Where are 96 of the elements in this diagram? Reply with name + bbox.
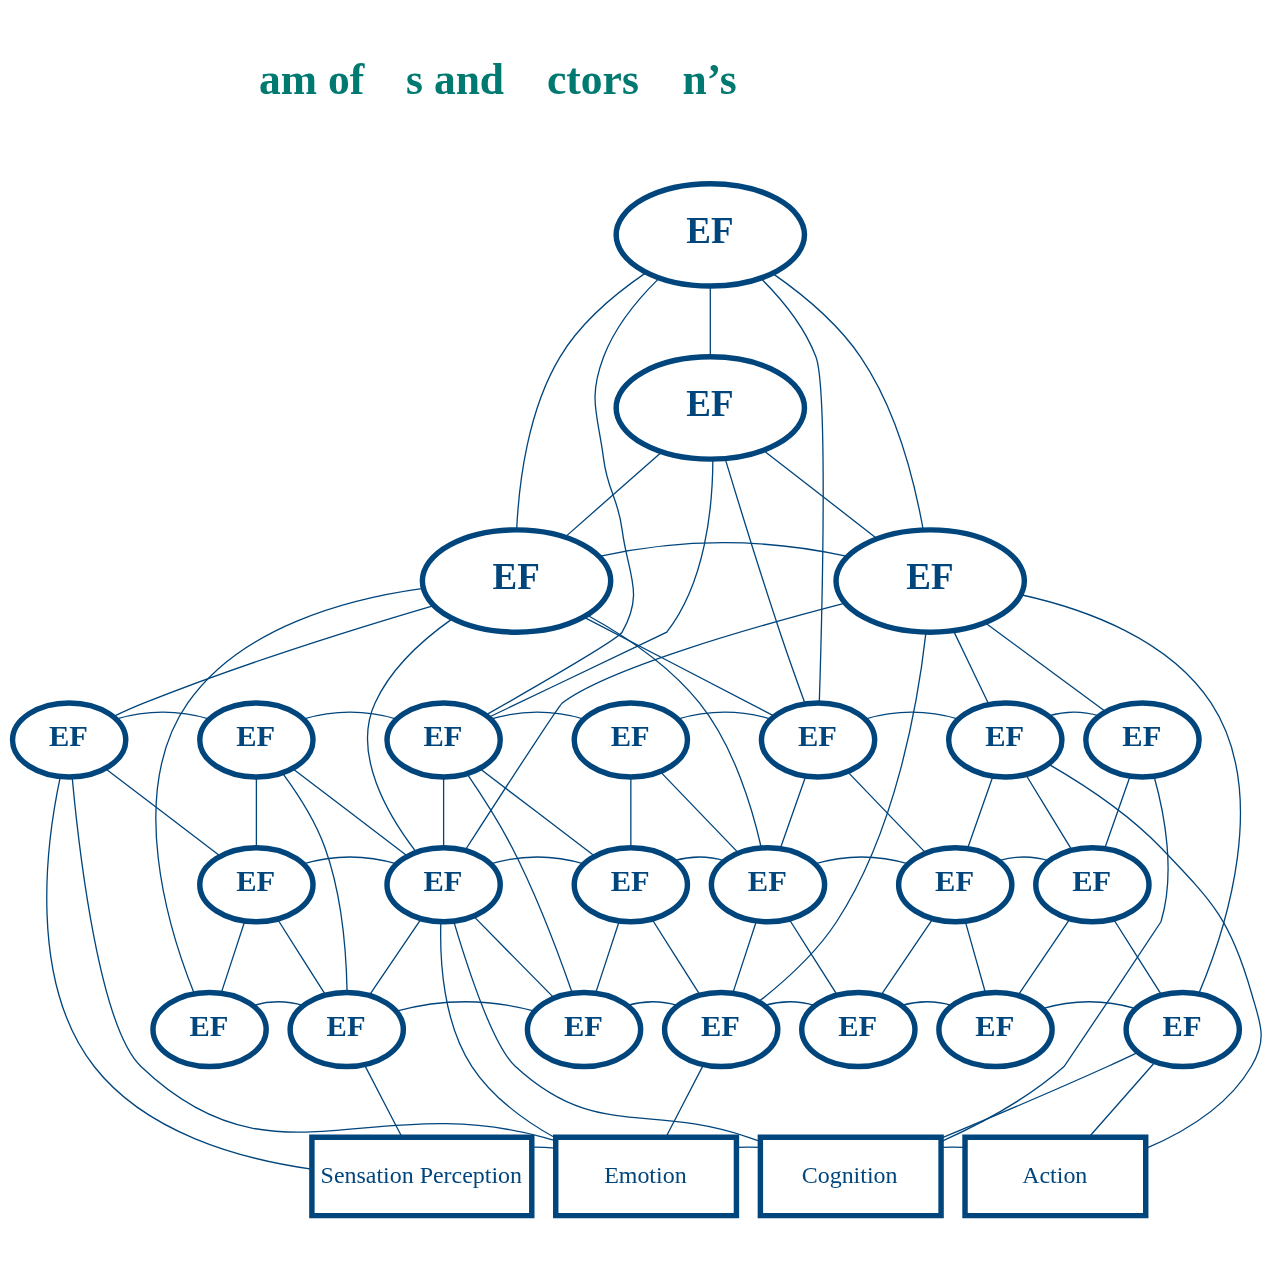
connector [302,856,398,865]
connector [104,767,221,857]
connector [155,587,424,995]
node-ellipse: EF [1033,845,1152,925]
node-box: Emotion [553,1134,740,1219]
label: am of [259,55,365,104]
node-ellipse: EF [419,527,614,635]
node-ellipse: EF [936,989,1055,1070]
connector [880,918,934,996]
connector [564,451,663,538]
connector [984,622,1107,713]
connector [466,773,573,994]
connector [595,920,620,994]
connector [1020,594,1241,995]
node-ellipse: EF [524,989,644,1070]
connector [489,711,585,720]
connector [220,920,246,994]
connector [758,631,927,1003]
connector [940,1146,966,1149]
connector [673,856,726,862]
connector [788,918,838,996]
node-ellipse: EF [613,354,808,462]
connector [665,1064,705,1138]
connector [762,449,878,540]
connector [732,920,758,994]
connector [940,1051,1139,1139]
connector [479,767,596,857]
node-ellipse: EF [758,700,878,780]
connector [1112,918,1162,996]
label: s and [406,55,505,104]
node-ellipse: EF [197,845,316,925]
connector [1025,773,1073,851]
connector [531,1146,556,1149]
connector [112,604,435,718]
connector [276,918,327,996]
connector [516,272,647,531]
connector [291,767,408,857]
connector [488,458,714,718]
node-box: Cognition [757,1134,944,1219]
node-ellipse: EF [384,700,503,780]
connector [453,920,761,1142]
connector [814,856,909,865]
label: n’s [682,55,737,104]
connector [368,918,422,996]
connector [464,602,846,851]
node-ellipse: EF [150,989,269,1070]
connector [1088,1061,1156,1138]
node-ellipse: EF [799,989,918,1070]
connector [626,1001,679,1007]
node-ellipse: EF [384,845,503,925]
label: ctors [547,55,639,104]
connector [967,775,994,849]
node-ellipse: EF [571,845,691,925]
connector [1041,1001,1137,1010]
connector [779,775,807,849]
connector [771,272,924,531]
connector [366,618,454,853]
connector [363,1064,403,1138]
node-ellipse: EF [708,845,828,925]
node-ellipse: EF [1083,700,1202,780]
node-ellipse: EF [9,700,129,780]
connector [952,630,990,705]
connector [489,856,585,865]
connector [1047,763,1262,1150]
node-box: Sensation Perception [309,1134,535,1219]
connector [46,776,313,1170]
node-ellipse: EF [833,527,1028,635]
connector [1048,711,1100,717]
node-ellipse: EF [1123,989,1243,1070]
node-ellipse: EF [197,700,316,780]
node-ellipse: EF [287,989,407,1070]
connector [997,856,1050,862]
connector [1017,918,1071,996]
node-ellipse: EF [946,700,1065,780]
connector [760,277,824,704]
connector [964,920,987,994]
node-ellipse: EF [571,700,691,780]
connector [302,711,398,720]
node-box: Action [962,1134,1149,1219]
node-ellipse: EF [613,181,808,289]
node-ellipse: EF [895,845,1015,925]
connector [940,775,1169,1142]
connector [484,277,660,716]
connector [736,1146,761,1149]
connector [724,458,806,705]
connector [901,1001,953,1007]
connector [651,918,701,996]
connector [659,770,739,854]
connector [281,772,348,993]
connector [586,614,762,849]
connector [677,711,772,720]
node-ellipse: EF [661,989,781,1070]
connector [846,770,927,854]
connector [1104,775,1131,849]
connector [583,616,775,717]
connector [473,915,555,999]
